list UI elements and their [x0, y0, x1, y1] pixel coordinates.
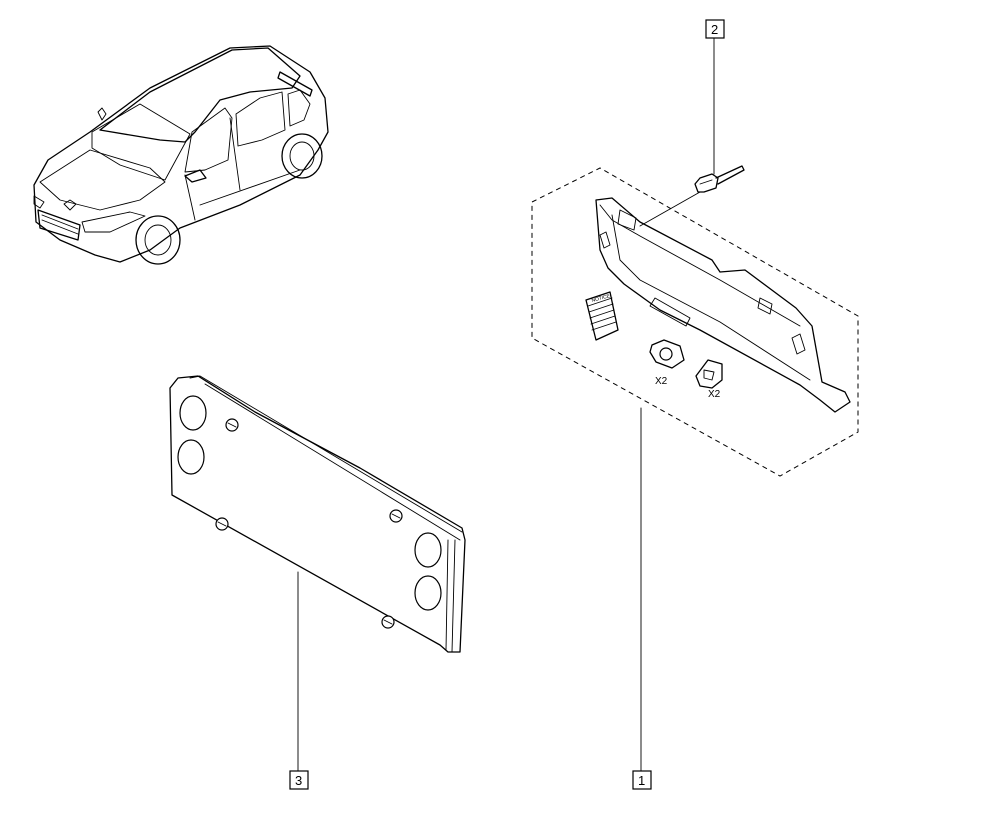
- rivet-icon: [694, 165, 745, 193]
- screw-icon: [215, 517, 229, 531]
- clip-quantity: X2: [655, 376, 668, 387]
- vehicle-illustration: [33, 45, 329, 265]
- nut-quantity: X2: [708, 389, 721, 400]
- screw-icon: [381, 615, 395, 629]
- license-plate-panel: [169, 375, 466, 653]
- plate-hole: [414, 532, 442, 568]
- screw-icon: [389, 509, 403, 523]
- kit-group: NOTICE X2 X2: [531, 167, 859, 477]
- bracket: [595, 197, 851, 413]
- svg-text:2: 2: [711, 22, 718, 37]
- callout-2[interactable]: 2: [705, 19, 725, 39]
- svg-text:3: 3: [295, 773, 302, 788]
- svg-text:1: 1: [638, 773, 645, 788]
- screw-icon: [225, 418, 239, 432]
- notice-label: NOTICE: [591, 293, 611, 304]
- speed-nut-icon: [695, 359, 723, 389]
- plate-hole: [414, 575, 442, 611]
- notice-booklet: NOTICE: [585, 291, 619, 341]
- callout-1[interactable]: 1: [632, 770, 652, 790]
- plate-hole: [179, 395, 207, 431]
- callout-3[interactable]: 3: [289, 770, 309, 790]
- clip-icon: [649, 339, 685, 369]
- leader-line-2b: [639, 191, 701, 227]
- plate-hole: [177, 439, 205, 475]
